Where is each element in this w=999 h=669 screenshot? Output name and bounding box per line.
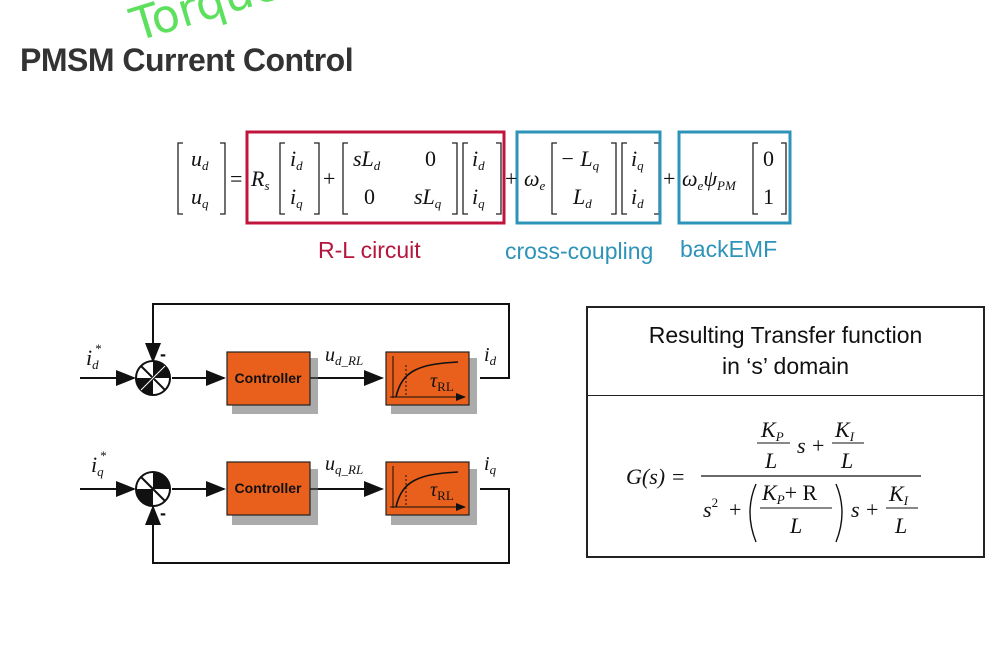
ki: KI bbox=[888, 481, 909, 508]
term-sLd: sLd bbox=[353, 146, 381, 173]
term-iq: iq bbox=[290, 184, 303, 211]
term-id: id bbox=[290, 146, 303, 173]
transfer-function-panel: Resulting Transfer function in ‘s’ domai… bbox=[586, 306, 985, 558]
term-zero: 0 bbox=[364, 184, 375, 209]
controller-label: Controller bbox=[235, 370, 302, 386]
controller-output-label-q: uq_RL bbox=[325, 453, 363, 477]
feedback-line bbox=[145, 488, 510, 564]
term-ld: Ld bbox=[572, 184, 592, 211]
plant-label: τRL bbox=[430, 479, 454, 503]
transfer-function-formula: G(s) = KP L s + KI L s2 + KP+ R L s + KI… bbox=[626, 417, 921, 543]
term-uq: uq bbox=[191, 184, 209, 211]
plus-sign: + bbox=[663, 166, 675, 191]
summing-junction-q bbox=[135, 471, 171, 507]
plant-block-q bbox=[385, 461, 470, 516]
controller-block-d bbox=[226, 351, 311, 406]
term-id: id bbox=[472, 146, 485, 173]
transfer-function-heading: Resulting Transfer function in ‘s’ domai… bbox=[588, 308, 983, 396]
term-zero: 0 bbox=[763, 146, 774, 171]
kp-plus-r: KP+ R bbox=[761, 480, 818, 507]
voltage-equation bbox=[177, 142, 787, 215]
svg-text:L: L bbox=[789, 513, 802, 538]
term-rs: Rs bbox=[250, 166, 270, 193]
term-sLq: sLq bbox=[414, 184, 442, 211]
equation-terms: ud uq = Rs id iq + sLd 0 0 sLq id iq + ω… bbox=[191, 146, 774, 211]
svg-text:+: + bbox=[812, 433, 824, 458]
plus-sign: + bbox=[323, 166, 335, 191]
plant-label: τRL bbox=[430, 370, 454, 394]
backemf-box bbox=[677, 130, 792, 225]
heading-line-1: Resulting Transfer function bbox=[648, 322, 923, 348]
svg-text:+: + bbox=[866, 497, 878, 522]
term-zero: 0 bbox=[425, 146, 436, 171]
summing-junction-d bbox=[135, 360, 171, 396]
term-omega: ωe bbox=[524, 166, 546, 193]
ki: KI bbox=[834, 417, 855, 444]
plus-sign: + bbox=[505, 166, 517, 191]
sum-sign: - bbox=[160, 503, 166, 523]
s-squared: s2 bbox=[703, 495, 718, 522]
sum-sign: - bbox=[160, 344, 166, 364]
term-neg-lq: − Lq bbox=[560, 146, 600, 173]
rl-circuit-label: R-L circuit bbox=[318, 237, 421, 263]
rl-circuit-box bbox=[245, 130, 506, 225]
svg-text:+: + bbox=[729, 497, 741, 522]
cross-coupling-box bbox=[515, 130, 662, 225]
kp: KP bbox=[760, 417, 784, 444]
term-iq: iq bbox=[631, 146, 644, 173]
output-label-d: id bbox=[484, 344, 497, 368]
term-ud: ud bbox=[191, 146, 209, 173]
plant-block-d bbox=[385, 351, 470, 406]
output-label-q: iq bbox=[484, 453, 497, 477]
input-label-d: id* bbox=[86, 341, 102, 372]
svg-text:s: s bbox=[797, 433, 806, 458]
term-iq: iq bbox=[472, 184, 485, 211]
d-axis-loop bbox=[80, 303, 510, 386]
svg-text:s: s bbox=[851, 497, 860, 522]
feedback-line bbox=[145, 303, 510, 379]
equals-sign: = bbox=[230, 166, 242, 191]
term-omega: ωeψPM bbox=[682, 166, 737, 193]
step-response-icon bbox=[390, 466, 466, 511]
term-one: 1 bbox=[763, 184, 774, 209]
heading-line-2: in ‘s’ domain bbox=[722, 353, 849, 379]
q-axis-loop bbox=[80, 481, 510, 564]
term-id: id bbox=[631, 184, 644, 211]
input-label-q: iq* bbox=[91, 448, 107, 479]
cross-coupling-label: cross-coupling bbox=[505, 238, 654, 264]
svg-text:L: L bbox=[764, 448, 777, 473]
tf-lhs: G(s) = bbox=[626, 464, 685, 489]
step-response-icon bbox=[390, 356, 466, 401]
controller-output-label-d: ud_RL bbox=[325, 344, 363, 368]
page-title: PMSM Current Control bbox=[20, 42, 354, 78]
controller-label: Controller bbox=[235, 480, 302, 496]
svg-text:L: L bbox=[894, 513, 907, 538]
controller-block-q bbox=[226, 461, 311, 516]
svg-text:L: L bbox=[840, 448, 853, 473]
backemf-label: backEMF bbox=[680, 236, 778, 262]
